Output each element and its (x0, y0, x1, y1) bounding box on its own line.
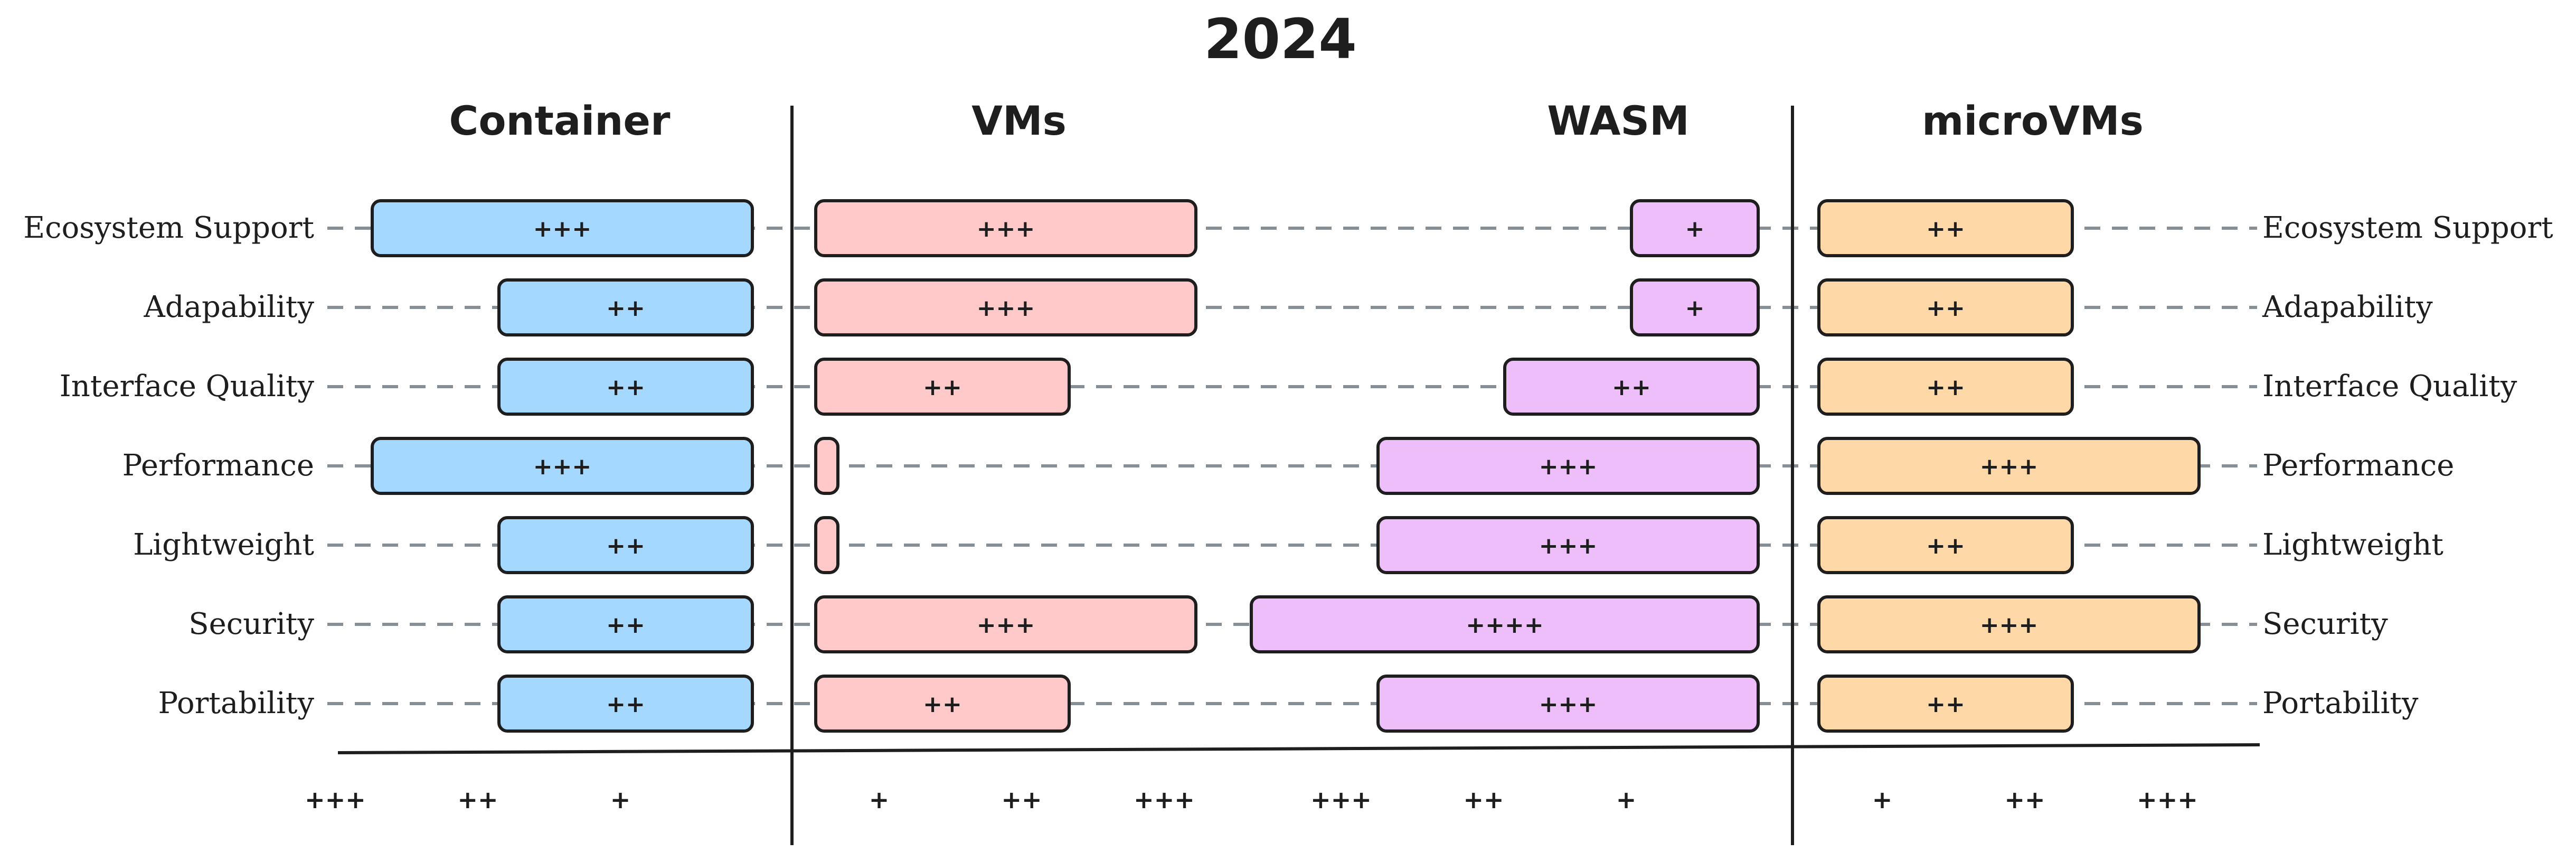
bar-wasm-performance (1376, 437, 1760, 495)
bar-label-vms-portability: ++ (923, 691, 962, 718)
row-label-left-adapability: Adapability (143, 290, 314, 324)
row-label-right-lightweight: Lightweight (2262, 528, 2443, 562)
bar-container-lightweight (497, 516, 754, 574)
row-label-left-performance: Performance (122, 448, 314, 483)
bar-microvms-interface-quality (1817, 358, 2074, 416)
bar-vms-adapability (814, 278, 1197, 336)
bar-label-wasm-performance: +++ (1539, 453, 1598, 480)
scale-tick-microvms-3: +++ (2137, 785, 2198, 814)
scale-tick-microvms-2: ++ (2004, 785, 2045, 814)
bar-label-wasm-ecosystem-support: + (1685, 216, 1705, 242)
bar-label-vms-adapability: +++ (977, 295, 1035, 322)
bar-label-microvms-ecosystem-support: ++ (1926, 216, 1965, 242)
bar-label-container-adapability: ++ (606, 295, 645, 322)
bar-label-wasm-lightweight: +++ (1539, 532, 1598, 559)
bar-microvms-performance (1817, 437, 2201, 495)
bar-label-microvms-security: +++ (1980, 612, 2039, 639)
bar-microvms-adapability (1817, 278, 2074, 336)
bar-container-security (497, 595, 754, 653)
row-label-left-security: Security (188, 607, 314, 641)
bar-label-wasm-adapability: + (1685, 295, 1705, 322)
bar-microvms-portability (1817, 675, 2074, 733)
row-label-left-interface-quality: Interface Quality (60, 369, 315, 404)
bar-vms-ecosystem-support (814, 199, 1197, 257)
scale-tick-vms-1: + (869, 785, 890, 814)
row-label-right-portability: Portability (2262, 686, 2419, 720)
bar-label-container-portability: ++ (606, 691, 645, 718)
bar-microvms-ecosystem-support (1817, 199, 2074, 257)
bar-label-container-interface-quality: ++ (606, 374, 645, 401)
row-label-right-ecosystem-support: Ecosystem Support (2262, 211, 2553, 245)
scale-tick-container-1: +++ (305, 785, 366, 814)
bar-label-container-performance: +++ (533, 453, 592, 480)
x-axis-line (337, 743, 2260, 754)
row-label-left-ecosystem-support: Ecosystem Support (23, 211, 314, 245)
group-header-wasm: WASM (1547, 97, 1690, 144)
bar-microvms-lightweight (1817, 516, 2074, 574)
scale-tick-wasm-1: +++ (1310, 785, 1372, 814)
bar-label-wasm-portability: +++ (1539, 691, 1598, 718)
group-header-vms: VMs (971, 97, 1067, 144)
bar-container-portability (497, 675, 754, 733)
bar-label-vms-ecosystem-support: +++ (977, 216, 1035, 242)
bar-vms-interface-quality (814, 358, 1071, 416)
bar-vms-security (814, 595, 1197, 653)
bar-wasm-ecosystem-support (1630, 199, 1760, 257)
scale-tick-wasm-3: + (1616, 785, 1637, 814)
group-header-microvms: microVMs (1922, 97, 2144, 144)
scale-tick-microvms-1: + (1872, 785, 1893, 814)
scale-tick-vms-2: ++ (1001, 785, 1042, 814)
bar-container-ecosystem-support (371, 199, 754, 257)
bar-vms-lightweight (814, 516, 839, 574)
bar-label-vms-interface-quality: ++ (923, 374, 962, 401)
scale-tick-container-3: + (610, 785, 631, 814)
group-header-container: Container (449, 97, 671, 144)
bar-label-microvms-portability: ++ (1926, 691, 1965, 718)
bar-label-microvms-adapability: ++ (1926, 295, 1965, 322)
bar-label-container-lightweight: ++ (606, 532, 645, 559)
scale-tick-container-2: ++ (457, 785, 498, 814)
bar-wasm-lightweight (1376, 516, 1760, 574)
bar-wasm-interface-quality (1503, 358, 1760, 416)
bar-vms-performance (814, 437, 839, 495)
scale-tick-wasm-2: ++ (1463, 785, 1504, 814)
bar-container-performance (371, 437, 754, 495)
bar-label-wasm-interface-quality: ++ (1612, 374, 1651, 401)
bar-wasm-security (1250, 595, 1760, 653)
bar-label-microvms-lightweight: ++ (1926, 532, 1965, 559)
row-label-left-portability: Portability (158, 686, 314, 720)
bar-label-microvms-performance: +++ (1980, 453, 2039, 480)
bar-container-adapability (497, 278, 754, 336)
bar-microvms-security (1817, 595, 2201, 653)
bar-label-microvms-interface-quality: ++ (1926, 374, 1965, 401)
row-label-right-security: Security (2262, 607, 2388, 641)
row-label-left-lightweight: Lightweight (133, 528, 314, 562)
bar-label-wasm-security: ++++ (1466, 612, 1543, 639)
bar-container-interface-quality (497, 358, 754, 416)
bar-wasm-portability (1376, 675, 1760, 733)
chart-title: 2024 (1204, 7, 1356, 71)
scale-tick-vms-3: +++ (1134, 785, 1195, 814)
row-label-right-adapability: Adapability (2262, 290, 2433, 324)
bar-vms-portability (814, 675, 1071, 733)
row-label-right-performance: Performance (2262, 448, 2454, 483)
bar-label-vms-security: +++ (977, 612, 1035, 639)
bar-label-container-security: ++ (606, 612, 645, 639)
bar-label-container-ecosystem-support: +++ (533, 216, 592, 242)
bar-wasm-adapability (1630, 278, 1760, 336)
row-label-right-interface-quality: Interface Quality (2262, 369, 2517, 404)
